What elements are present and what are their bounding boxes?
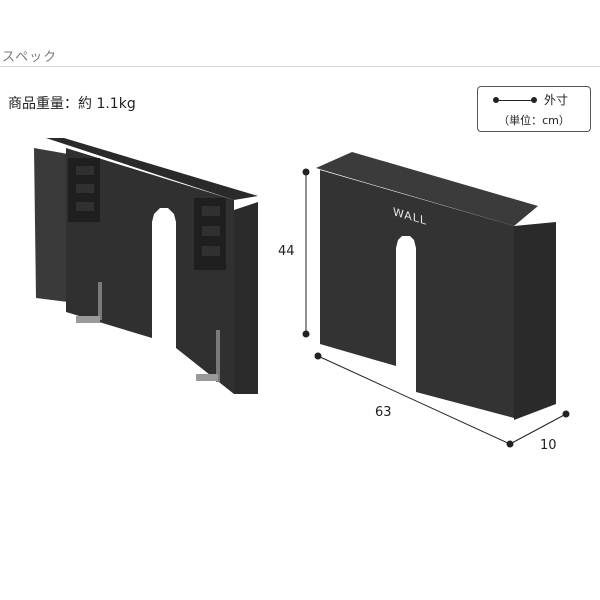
dimension-depth: 10: [540, 438, 557, 453]
front-main-panel: [320, 170, 514, 418]
legend-unit: （単位：cm）: [498, 114, 570, 127]
product-back-view: [34, 138, 258, 394]
back-main-panel: [66, 148, 234, 394]
legend-dot-icon: [493, 97, 499, 103]
section-title: スペック: [2, 50, 58, 65]
back-top-flange: [46, 138, 258, 200]
dimension-legend: 外寸 （単位：cm）: [477, 86, 591, 132]
dimension-height: 44: [278, 244, 295, 259]
back-left-side: [34, 148, 68, 302]
back-right-side: [234, 202, 258, 394]
legend-label: 外寸: [544, 93, 569, 107]
foot-left: [98, 282, 102, 320]
legend-line-icon: [496, 100, 534, 101]
product-front-view: [316, 152, 556, 420]
spec-header: スペック: [0, 0, 600, 67]
dimension-lines: [302, 168, 570, 448]
foot-right: [216, 330, 220, 382]
dimension-width: 63: [375, 405, 392, 420]
front-right-panel: [514, 222, 556, 420]
front-top-flange: [316, 152, 538, 226]
product-weight: 商品重量：約 1.1kg: [8, 96, 136, 112]
legend-dot-icon: [531, 97, 537, 103]
